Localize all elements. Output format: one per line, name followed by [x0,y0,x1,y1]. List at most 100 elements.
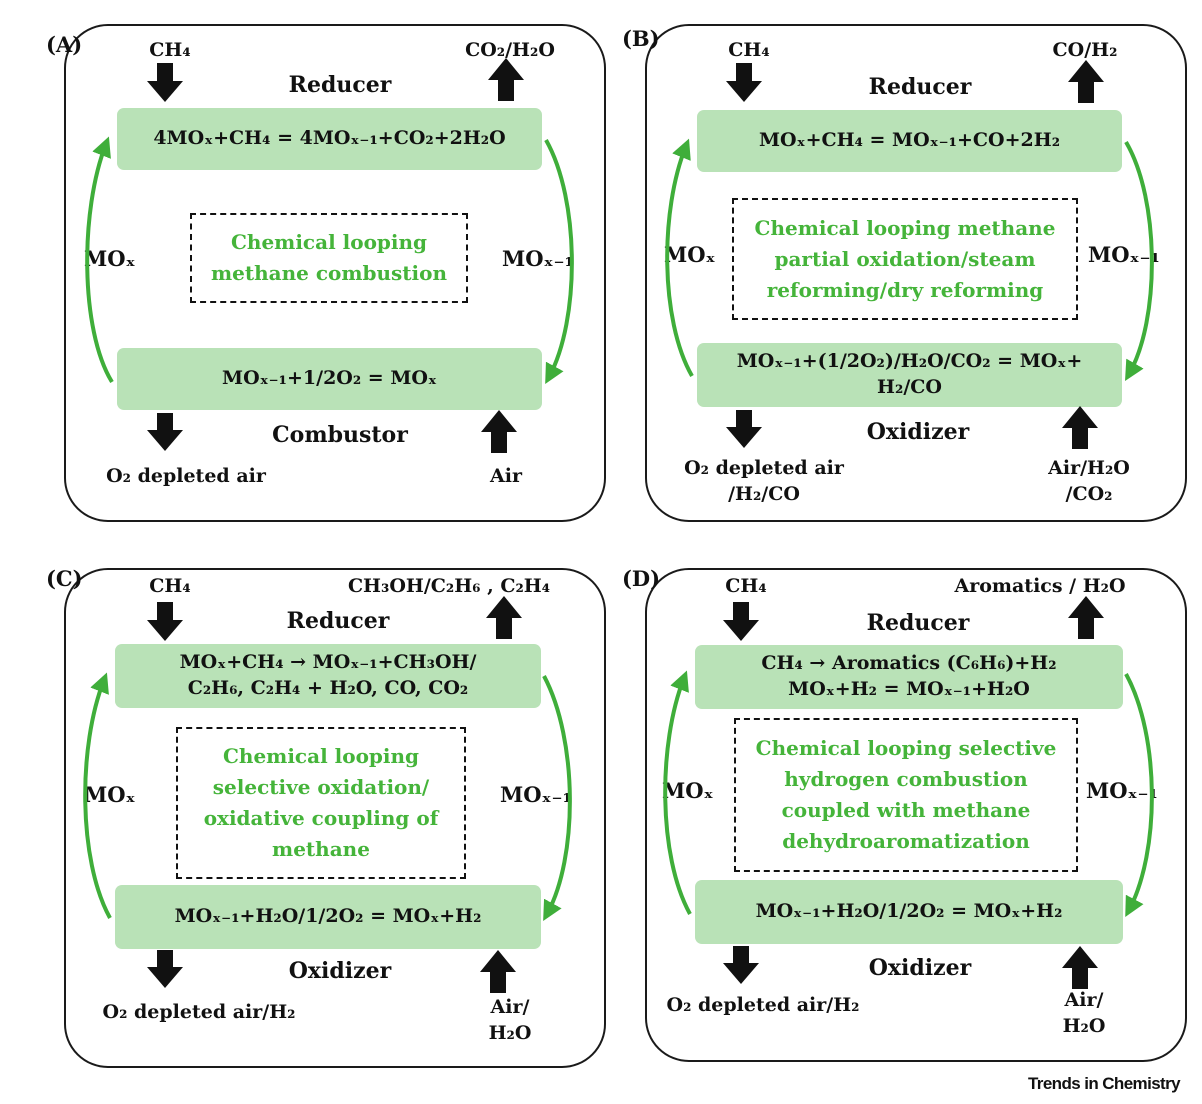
panel-a-input-bottom-line-1: Air [490,465,522,487]
panel-d-reactor-bottom: Oxidizer [868,955,972,981]
panel-b-output-bottom-arrow [726,410,762,448]
panel-a-output-bottom-arrow [147,413,183,451]
journal-logo: Trends in Chemistry [1027,1074,1181,1093]
panel-d-cycle-arrow-right [1124,673,1154,918]
panel-b-letter: (B) [622,26,660,51]
panel-c-top-reaction-line-1: MOₓ+CH₄ → MOₓ₋₁+CH₃OH/ [179,651,477,674]
panel-d-input-bottom-arrow [1062,946,1098,989]
panel-a-top-reaction-box: 4MOₓ+CH₄ = 4MOₓ₋₁+CO₂+2H₂O [117,108,542,170]
panel-b-output-bottom-line-2: /H₂/CO [728,482,800,505]
panel-d-top-reaction-line-2: MOₓ+H₂ = MOₓ₋₁+H₂O [788,678,1030,700]
panel-c-input-bottom-arrow [480,950,516,993]
panel-b-reactor-bottom: Oxidizer [866,419,970,445]
panel-c-left-label: MOₓ [84,782,136,807]
panel-a-output-top-arrow [488,58,524,101]
panel-d-output-bottom: O₂ depleted air/H₂ [650,993,876,1019]
panel-a-input-bottom-arrow [481,410,517,453]
panel-c-output-top-arrow [486,596,522,639]
panel-d-process-line-3: coupled with methane [781,798,1031,822]
panel-d-left-label: MOₓ [662,778,714,803]
panel-b-bottom-reaction-line-2: H₂/CO [877,376,942,398]
panel-b-left-label: MOₓ [664,242,716,267]
panel-b-process-line-3: reforming/dry reforming [766,277,1044,302]
panel-d-input-top-arrow [723,602,759,641]
panel-a-cycle-arrow-right [544,139,574,385]
panel-a-process-line-2: methane combustion [210,261,448,285]
panel-c-output-top: CH₃OH/C₂H₆ , C₂H₄ [347,575,551,597]
panel-d-bottom-reaction-box: MOₓ₋₁+H₂O/1/2O₂ = MOₓ+H₂ [695,880,1123,944]
panel-b-input-bottom: Air/H₂O /CO₂ [1034,456,1144,507]
panel-c-right-label: MOₓ₋₁ [500,782,572,807]
panel-b-input-top: CH₄ [728,39,770,61]
panel-d-input-top: CH₄ [725,575,767,597]
panel-b-cycle-arrow-left [665,138,694,377]
panel-c-process-line-1: Chemical looping [222,744,420,768]
panel-a-left-label: MOₓ [84,246,136,271]
panel-a-input-top-arrow [147,63,183,102]
panel-b-input-bottom-line-2: /CO₂ [1065,482,1113,505]
panel-b-bottom-reaction-box: MOₓ₋₁+(1/2O₂)/H₂O/CO₂ = MOₓ+ H₂/CO [697,343,1122,407]
panel-c-input-top-arrow [147,602,183,641]
panel-c-cycle-arrow-right [542,675,572,922]
panel-b-reactor-top: Reducer [868,74,972,100]
panel-b-output-bottom-line-1: O₂ depleted air [684,457,844,479]
panel-d-process-label-box: Chemical looping selective hydrogen comb… [734,718,1078,872]
panel-c-input-bottom-line-2: H₂O [488,1021,532,1044]
panel-b-process-label-box: Chemical looping methane partial oxidati… [732,198,1078,320]
panel-c-output-bottom-arrow [147,950,183,988]
panel-c-process-label-box: Chemical looping selective oxidation/ ox… [176,727,466,879]
panel-a-output-bottom: O₂ depleted air [86,464,286,490]
panel-c-process-line-3: oxidative coupling of [203,806,439,830]
panel-c-bottom-reaction-box: MOₓ₋₁+H₂O/1/2O₂ = MOₓ+H₂ [115,885,541,949]
panel-c-output-bottom: O₂ depleted air/H₂ [86,1000,312,1026]
panel-d-right-label: MOₓ₋₁ [1086,778,1158,803]
panel-b-input-bottom-arrow [1062,406,1098,449]
panel-b-top-reaction-box: MOₓ+CH₄ = MOₓ₋₁+CO+2H₂ [697,110,1122,172]
panel-b-top-reaction-line-1: MOₓ+CH₄ = MOₓ₋₁+CO+2H₂ [758,129,1061,152]
panel-b-bottom-reaction-line-1: MOₓ₋₁+(1/2O₂)/H₂O/CO₂ = MOₓ+ [736,350,1083,373]
panel-d-input-bottom: Air/ H₂O [1044,988,1124,1039]
panel-c-bottom-reaction-line-1: MOₓ₋₁+H₂O/1/2O₂ = MOₓ+H₂ [174,905,482,928]
panel-b-right-label: MOₓ₋₁ [1088,242,1160,267]
panel-a-process-label-box: Chemical looping methane combustion [190,213,468,303]
panel-d-letter: (D) [622,566,661,591]
panel-d-output-bottom-arrow [723,946,759,984]
panel-a-process-line-1: Chemical looping [230,230,428,254]
panel-d-process-line-2: hydrogen combustion [784,767,1028,791]
panel-c-cycle-arrow-left [83,672,112,919]
panel-d-reactor-top: Reducer [866,610,970,636]
panel-a-cycle-arrow-left [85,136,114,384]
panel-c-reactor-bottom: Oxidizer [288,958,392,984]
panel-a-reactor-bottom: Combustor [272,422,408,448]
panel-b-process-line-1: Chemical looping methane [754,215,1056,240]
panel-a-bottom-reaction-box: MOₓ₋₁+1/2O₂ = MOₓ [117,348,542,410]
panel-a [64,24,606,522]
panel-b-input-bottom-line-1: Air/H₂O [1048,457,1130,479]
panel-c-input-bottom-line-1: Air/ [490,996,530,1018]
panel-b-output-bottom: O₂ depleted air /H₂/CO [664,456,864,507]
panel-a-letter: (A) [46,32,83,57]
panel-a-bottom-reaction-line-1: MOₓ₋₁+1/2O₂ = MOₓ [222,367,437,390]
panel-c-reactor-top: Reducer [286,608,390,634]
panel-b [645,24,1187,522]
panel-c-process-line-4: methane [272,837,370,861]
panel-d-output-bottom-line-1: O₂ depleted air/H₂ [666,994,860,1016]
panel-d-bottom-reaction-line-1: MOₓ₋₁+H₂O/1/2O₂ = MOₓ+H₂ [755,900,1063,923]
panel-a-output-top: CO₂/H₂O [465,39,555,61]
panel-a-reactor-top: Reducer [288,72,392,98]
panel-c-top-reaction-box: MOₓ+CH₄ → MOₓ₋₁+CH₃OH/ C₂H₆, C₂H₄ + H₂O,… [115,644,541,708]
panel-d-output-top: Aromatics / H₂O [954,575,1126,597]
panel-c-process-line-2: selective oxidation/ [212,775,430,799]
panel-b-process-line-2: partial oxidation/steam [774,246,1036,271]
panel-d-top-reaction-line-1: CH₄ → Aromatics (C₆H₆)+H₂ [761,652,1057,675]
panel-c-input-bottom: Air/ H₂O [470,995,550,1046]
panel-a-output-bottom-line-1: O₂ depleted air [106,465,266,487]
panel-a-right-label: MOₓ₋₁ [502,246,574,271]
panel-b-output-top-arrow [1068,60,1104,103]
panel-b-cycle-arrow-right [1124,140,1154,381]
panel-a-top-reaction-line-1: 4MOₓ+CH₄ = 4MOₓ₋₁+CO₂+2H₂O [153,127,506,150]
panel-c-input-top: CH₄ [149,575,191,597]
panel-d-cycle-arrow-left [663,670,692,915]
panel-d-input-bottom-line-2: H₂O [1062,1014,1106,1037]
